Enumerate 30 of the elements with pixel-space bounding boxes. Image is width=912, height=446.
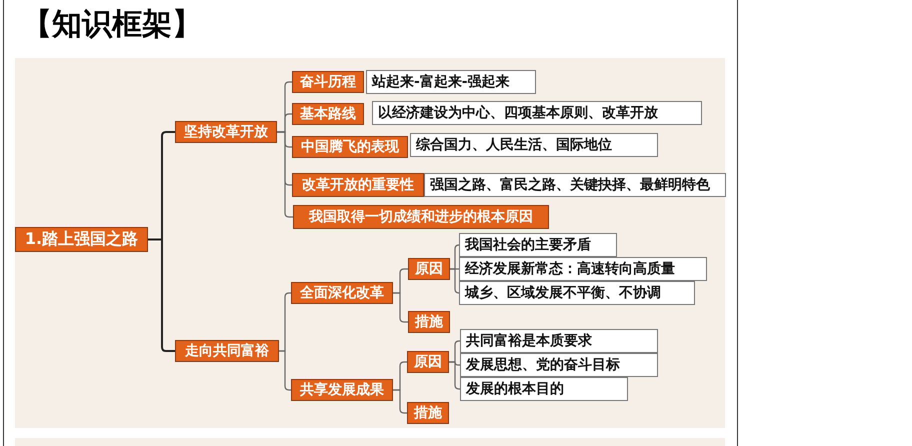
content-box: 我国社会的主要矛盾: [459, 233, 617, 257]
connector-line: [393, 292, 408, 323]
content-box: 站起来-富起来-强起来: [366, 70, 536, 94]
connector-line: [277, 131, 293, 218]
content-box: 强国之路、富民之路、关键抉择、最鲜明特色: [424, 173, 726, 197]
content-box: 发展思想、党的奋斗目标: [460, 353, 658, 377]
content-box: 发展的根本目的: [460, 377, 628, 401]
content-box: 城乡、区域发展不平衡、不协调: [459, 281, 695, 305]
topic-box: 原因: [408, 258, 450, 280]
content-box: 共同富裕是本质要求: [460, 329, 658, 353]
topic-box: 措施: [407, 402, 449, 424]
topic-box: 改革开放的重要性: [292, 173, 424, 197]
content-box: 经济发展新常态：高速转向高质量: [459, 257, 707, 281]
connector-line: [449, 361, 460, 390]
topic-box: 奋斗历程: [292, 71, 364, 93]
topic-box: 原因: [407, 351, 449, 373]
topic-box: 措施: [408, 311, 450, 333]
topic-box: 我国取得一切成绩和进步的根本原因: [293, 205, 549, 229]
connector-line: [450, 268, 460, 294]
topic-box: 坚持改革开放: [175, 121, 277, 143]
topic-box: 1.踏上强国之路: [15, 227, 148, 252]
connector-line: [393, 389, 407, 414]
topic-box: 走向共同富裕: [175, 340, 279, 362]
content-box: 综合国力、人民生活、国际地位: [410, 133, 658, 157]
content-box: 以经济建设为中心、四项基本原则、改革开放: [372, 101, 702, 125]
topic-box: 基本路线: [292, 103, 364, 125]
title: 【知识框架】: [22, 6, 202, 44]
topic-box: 全面深化改革: [291, 282, 393, 304]
topic-box: 共享发展成果: [291, 379, 393, 401]
topic-box: 中国腾飞的表现: [292, 136, 408, 158]
